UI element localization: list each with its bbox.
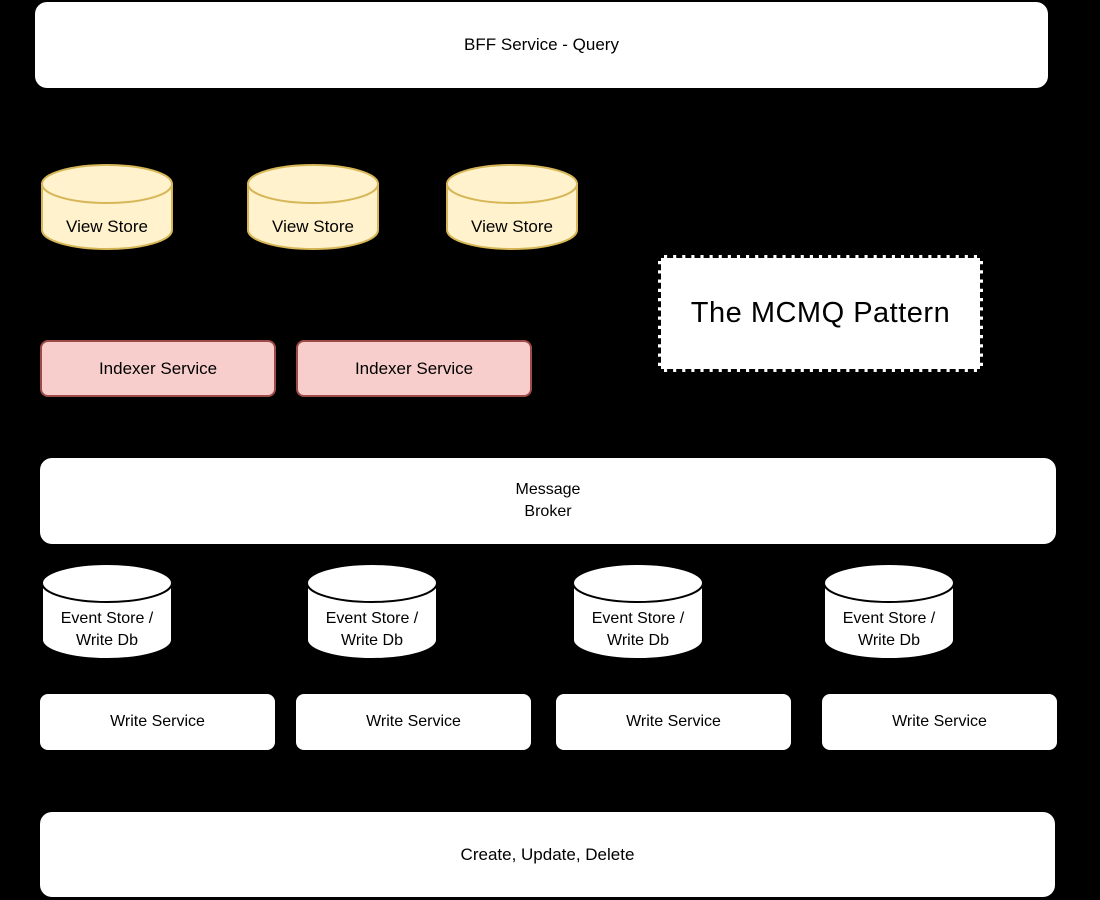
database-icon — [306, 563, 438, 660]
message-broker-node: Message Broker — [40, 458, 1056, 544]
message-broker-label: Message Broker — [515, 481, 581, 520]
write-service-label: Write Service — [366, 713, 461, 730]
database-icon — [572, 563, 704, 660]
view-store-cylinder: View Store — [246, 163, 380, 251]
view-store-label: View Store — [272, 217, 354, 236]
bff-service-label: BFF Service - Query — [464, 35, 619, 54]
pattern-title-label: The MCMQ Pattern — [690, 297, 951, 329]
view-store-cylinder: View Store — [40, 163, 174, 251]
write-service-label: Write Service — [626, 713, 721, 730]
bff-service-node: BFF Service - Query — [35, 2, 1048, 88]
event-store-label: Event Store / Write Db — [325, 610, 419, 649]
view-store-label: View Store — [471, 217, 553, 236]
indexer-service-label: Indexer Service — [98, 358, 218, 378]
event-store-cylinder: Event Store / Write Db — [571, 562, 705, 661]
database-icon — [41, 563, 173, 660]
indexer-service-node: Indexer Service — [296, 340, 532, 397]
view-store-label: View Store — [66, 217, 148, 236]
write-service-label: Write Service — [892, 713, 987, 730]
database-icon — [823, 563, 955, 660]
write-service-node: Write Service — [822, 694, 1057, 750]
write-service-node: Write Service — [556, 694, 791, 750]
event-store-label: Event Store / Write Db — [842, 610, 936, 649]
database-icon — [247, 164, 379, 250]
write-service-node: Write Service — [40, 694, 275, 750]
write-service-label: Write Service — [110, 713, 205, 730]
crud-commands-node: Create, Update, Delete — [40, 812, 1055, 897]
event-store-cylinder: Event Store / Write Db — [822, 562, 956, 661]
event-store-cylinder: Event Store / Write Db — [305, 562, 439, 661]
indexer-service-label: Indexer Service — [354, 358, 474, 378]
database-icon — [446, 164, 578, 250]
write-service-node: Write Service — [296, 694, 531, 750]
event-store-label: Event Store / Write Db — [591, 610, 685, 649]
pattern-title-box: The MCMQ Pattern — [658, 255, 983, 372]
crud-commands-label: Create, Update, Delete — [460, 844, 635, 864]
event-store-cylinder: Event Store / Write Db — [40, 562, 174, 661]
event-store-label: Event Store / Write Db — [60, 610, 154, 649]
indexer-service-node: Indexer Service — [40, 340, 276, 397]
database-icon — [41, 164, 173, 250]
view-store-cylinder: View Store — [445, 163, 579, 251]
